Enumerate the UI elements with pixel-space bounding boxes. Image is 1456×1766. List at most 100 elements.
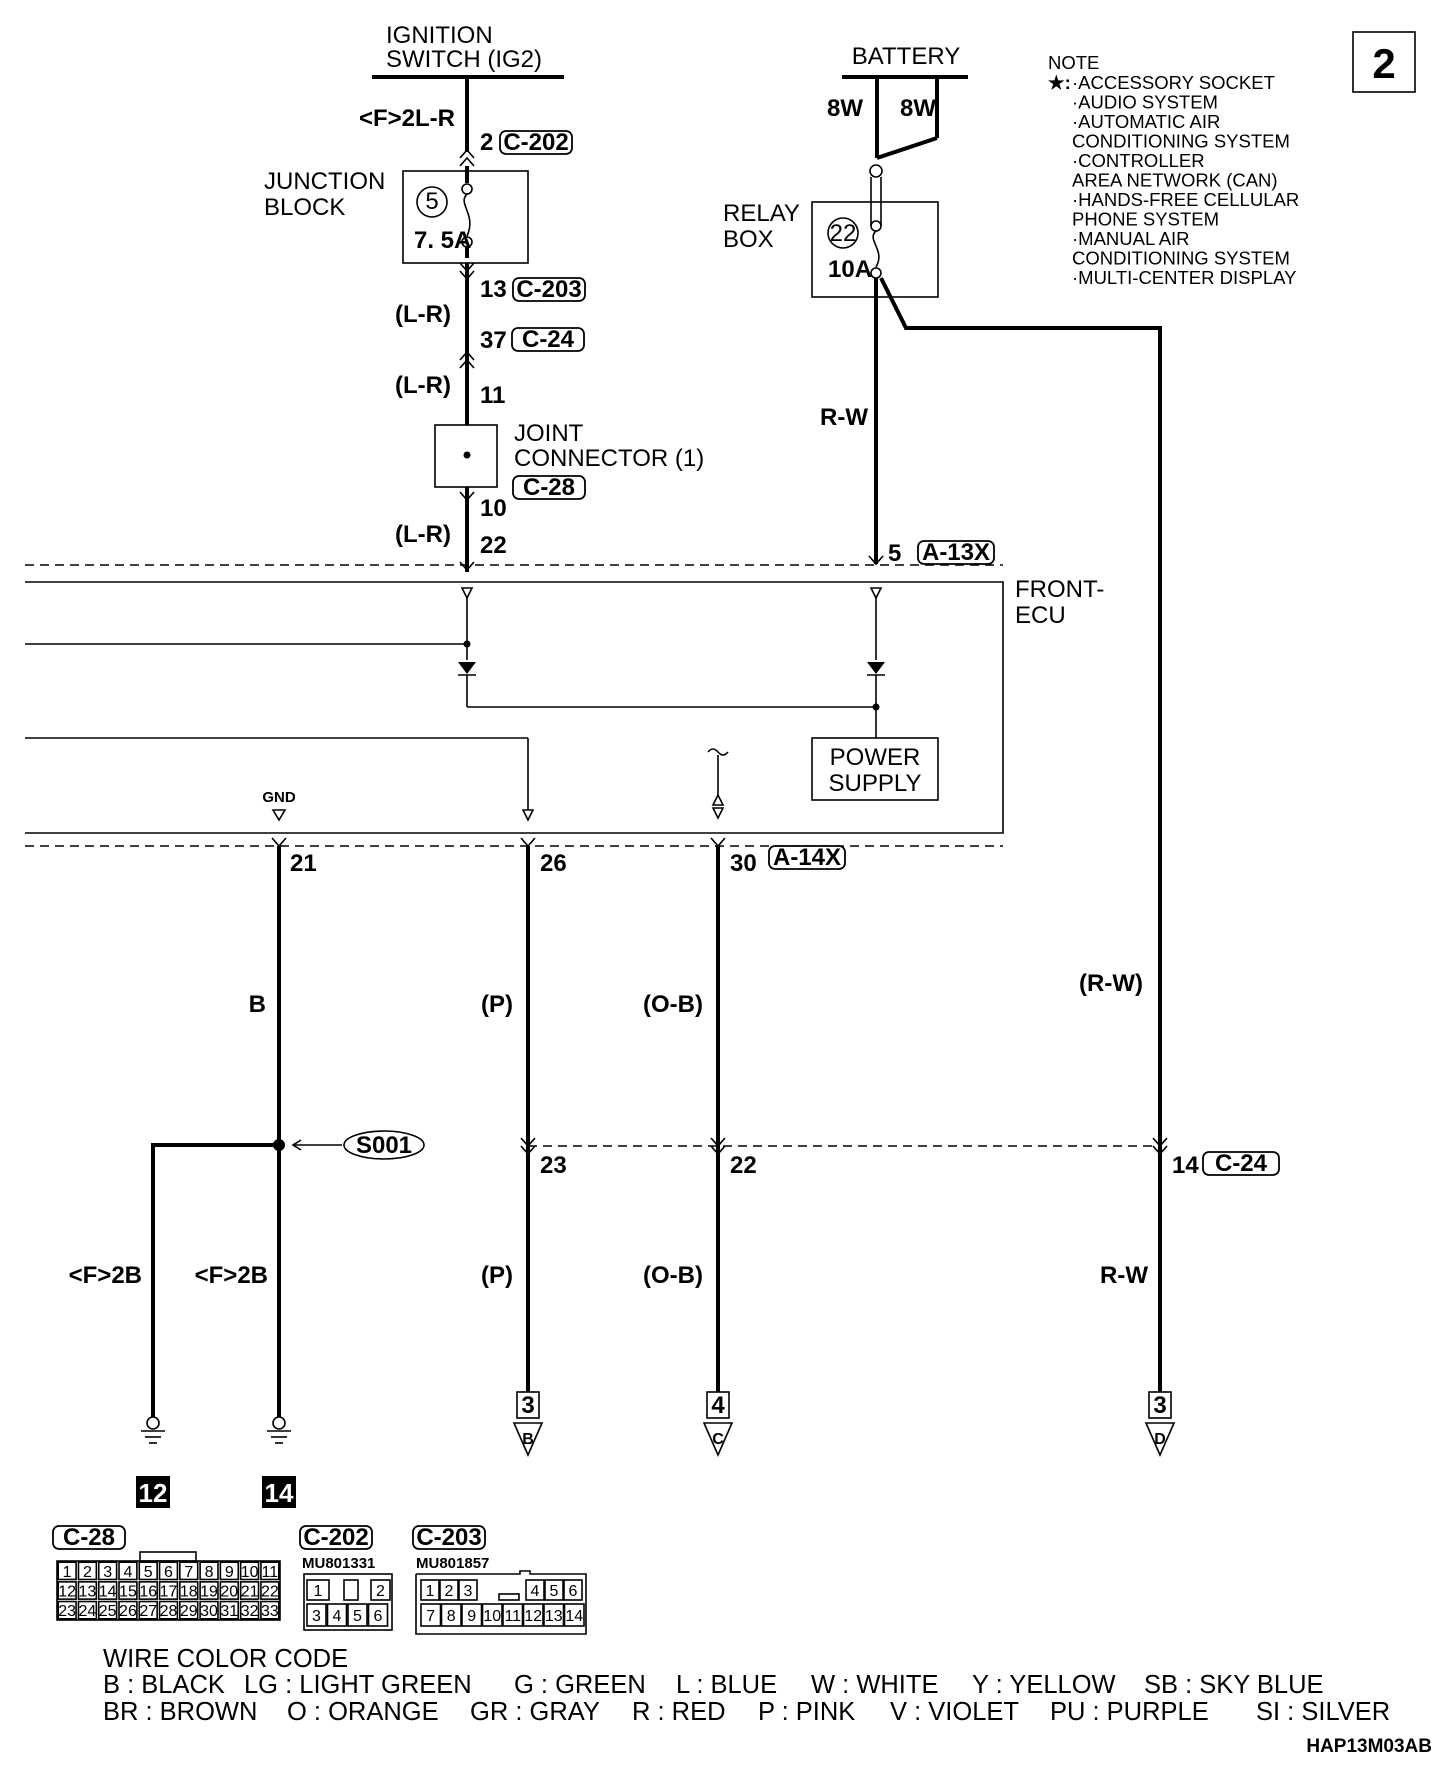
c202-pin: 5 [353, 1608, 362, 1625]
c28-pin: 20 [220, 1584, 238, 1601]
conn-a14x: A-14X [773, 844, 841, 871]
power-supply-label-1: POWER [830, 744, 921, 771]
conn-c202: C-202 [503, 129, 568, 156]
conn-c28-joint: C-28 [523, 474, 575, 501]
note-item: ·MANUAL AIR [1072, 228, 1190, 249]
c203-pin: 1 [426, 1583, 435, 1600]
color-code-entry: B : BLACK [103, 1671, 225, 1699]
c203-part: MU801857 [416, 1555, 489, 1572]
ignition-wire: <F>2L-R 2 C-202 [359, 77, 573, 167]
wire-rw-relay: R-W [820, 404, 868, 431]
conn-c24-lower: C-24 [1215, 1150, 1268, 1177]
c28-pin: 26 [119, 1603, 137, 1620]
pin-22: 22 [480, 532, 507, 559]
wire-ob-upper: (O-B) [643, 991, 703, 1018]
pin-10: 10 [480, 495, 507, 522]
conn-a13x: A-13X [922, 539, 990, 566]
fuse-22-number: 22 [830, 220, 857, 247]
color-code-title: WIRE COLOR CODE [103, 1645, 348, 1673]
joint-label-2: CONNECTOR (1) [514, 445, 704, 472]
joint-label-1: JOINT [514, 420, 584, 447]
c202-pin: 6 [374, 1608, 383, 1625]
fuse-5-number: 5 [425, 188, 438, 215]
joint-connector: JOINT CONNECTOR (1) C-28 [434, 420, 704, 501]
note-star: ★: [1048, 72, 1071, 93]
color-code-entry: GR : GRAY [470, 1698, 600, 1726]
note-item: ·AUTOMATIC AIR [1072, 111, 1220, 132]
c28-pin: 33 [261, 1603, 279, 1620]
color-code-entry: O : ORANGE [287, 1698, 439, 1726]
pin-13: 13 [480, 276, 507, 303]
c28-pin: 5 [144, 1564, 153, 1581]
ground-12: 12 [139, 1478, 168, 1508]
note-item: ·ACCESSORY SOCKET [1072, 72, 1275, 93]
cont-d-page: 3 [1153, 1392, 1166, 1419]
pin-37: 37 [480, 327, 507, 354]
ecu-label-2: ECU [1015, 602, 1066, 629]
c28-pin: 32 [241, 1603, 259, 1620]
c28-pin: 4 [124, 1564, 133, 1581]
c203-pin: 12 [524, 1608, 542, 1625]
diagram-id: HAP13M03AB [1306, 1736, 1432, 1757]
c203-pin: 13 [545, 1608, 563, 1625]
note-item: CONDITIONING SYSTEM [1072, 248, 1290, 269]
wire-b: B [249, 991, 266, 1018]
color-code-entry: W : WHITE [811, 1671, 938, 1699]
conn-c203: C-203 [516, 276, 581, 303]
c28-pin: 6 [164, 1564, 173, 1581]
battery-wire-8w-right: 8W [900, 95, 936, 122]
c203-pin: 2 [445, 1583, 454, 1600]
color-code-entry: R : RED [632, 1698, 726, 1726]
wire-p-lower: (P) [481, 1262, 513, 1289]
color-code-entry: L : BLUE [676, 1671, 777, 1699]
color-code-entry: BR : BROWN [103, 1698, 257, 1726]
pin-30: 30 [730, 850, 757, 877]
conn-c24-top: C-24 [522, 326, 575, 353]
note-item: ·CONTROLLER [1072, 150, 1205, 171]
color-code-entry: PU : PURPLE [1050, 1698, 1209, 1726]
c203-pin: 14 [565, 1608, 583, 1625]
c203-pin: 6 [569, 1583, 578, 1600]
c203-pin: 9 [467, 1608, 476, 1625]
cont-b-page: 3 [521, 1392, 534, 1419]
c202-pin: 1 [314, 1583, 323, 1600]
c28-pin: 28 [160, 1603, 178, 1620]
wire-lr-2: (L-R) [395, 372, 451, 399]
c28-pin: 12 [58, 1584, 76, 1601]
note-item: ·HANDS-FREE CELLULAR [1072, 189, 1299, 210]
c203-label: C-203 [416, 1524, 481, 1551]
c28-pin: 29 [180, 1603, 198, 1620]
c28-pin: 18 [180, 1584, 198, 1601]
wire-ob-lower: (O-B) [643, 1262, 703, 1289]
wire-lr-1: (L-R) [395, 301, 451, 328]
color-code-entry: V : VIOLET [890, 1698, 1019, 1726]
note-item: AREA NETWORK (CAN) [1072, 170, 1278, 191]
c28-pin: 25 [99, 1603, 117, 1620]
pin-23: 23 [540, 1152, 567, 1179]
ignition-switch-label-1: IGNITION [386, 22, 493, 49]
c203-pin: 5 [550, 1583, 559, 1600]
wire-rw-lower: R-W [1100, 1262, 1148, 1289]
c28-pin: 30 [200, 1603, 218, 1620]
junction-label-1: JUNCTION [264, 168, 385, 195]
c28-pin: 8 [205, 1564, 214, 1581]
c28-pin: 22 [261, 1584, 279, 1601]
pin-14: 14 [1172, 1152, 1199, 1179]
note-title: NOTE [1048, 52, 1099, 73]
relay-to-ecu-wire: R-W 5 A-13X [820, 278, 995, 567]
wire-p-upper: (P) [481, 991, 513, 1018]
color-code-entry: SB : SKY BLUE [1144, 1671, 1324, 1699]
color-code-entry: P : PINK [758, 1698, 855, 1726]
color-code-entry: G : GREEN [514, 1671, 646, 1699]
ignition-switch: IGNITION SWITCH (IG2) [372, 22, 564, 79]
fuse-22-rating: 10A [828, 256, 872, 283]
relay-label-1: RELAY [723, 200, 800, 227]
pin-26: 26 [540, 850, 567, 877]
continuation-d: 3 D [1144, 1391, 1176, 1457]
relay-label-2: BOX [723, 226, 774, 253]
continuation-b: 3 B [512, 1391, 544, 1457]
c28-pin: 23 [58, 1603, 76, 1620]
